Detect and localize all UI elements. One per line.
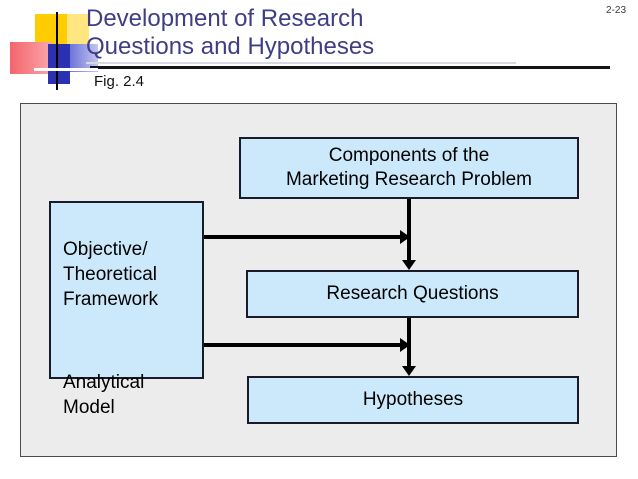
arrowhead-down-icon — [402, 366, 416, 376]
diagram-node-research-questions[interactable]: Research Questions — [246, 270, 579, 318]
figure-label: Fig. 2.4 — [94, 73, 145, 90]
page-title: Development of Research Questions and Hy… — [86, 5, 375, 60]
framework-primary-label: Objective/ Theoretical Framework — [63, 239, 159, 310]
title-block: Development of Research Questions and Hy… — [86, 5, 566, 61]
arrowhead-down-icon — [402, 260, 416, 270]
slide-header: Development of Research Questions and Hy… — [0, 0, 638, 100]
logo-square-blue-icon — [48, 44, 70, 84]
arrowhead-right-icon — [400, 230, 410, 244]
framework-spacer — [63, 336, 202, 346]
page-number: 2-23 — [605, 5, 626, 16]
diagram-canvas: Components of the Marketing Research Pro… — [20, 103, 617, 457]
connector-framework-to-hypotheses — [204, 343, 404, 347]
arrowhead-right-icon — [400, 338, 410, 352]
framework-secondary-label: Analytical Model — [63, 372, 145, 418]
logo-vertical-rule-icon — [56, 12, 58, 90]
diagram-node-components[interactable]: Components of the Marketing Research Pro… — [239, 137, 579, 199]
decorative-logo-icon — [10, 12, 98, 90]
diagram-node-framework[interactable]: Objective/ Theoretical Framework Analyti… — [49, 201, 204, 418]
title-underline — [90, 66, 610, 69]
logo-white-rule-icon — [34, 68, 98, 71]
title-underline-light — [86, 62, 516, 64]
connector-framework-to-research-questions — [204, 235, 404, 239]
logo-square-light-yellow-icon — [67, 14, 89, 48]
diagram-node-hypotheses[interactable]: Hypotheses — [247, 376, 579, 424]
